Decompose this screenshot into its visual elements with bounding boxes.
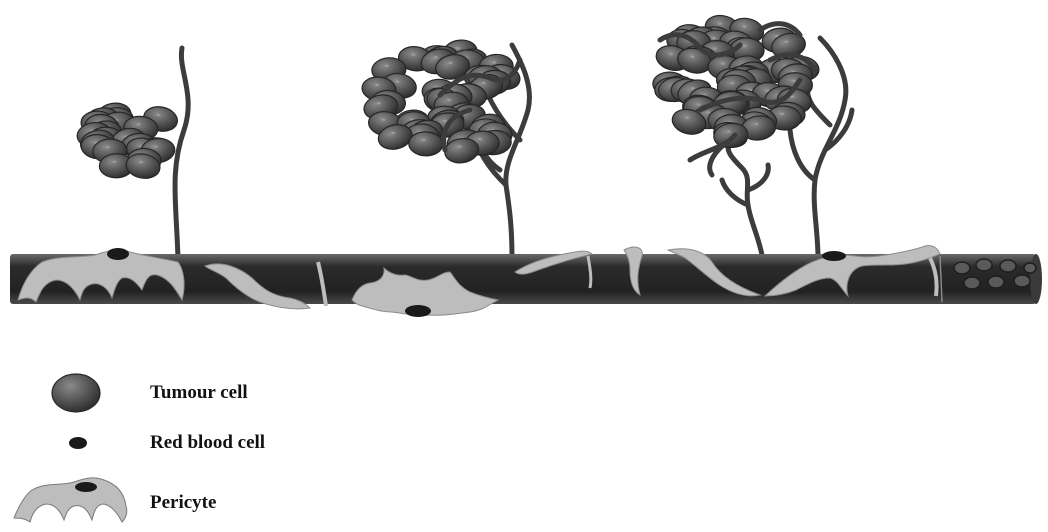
tumour-cell-highlight — [382, 119, 386, 121]
tumour-cell-highlight — [395, 81, 399, 83]
tumour-cell-highlight — [780, 113, 784, 115]
pericyte-nucleus — [107, 248, 129, 260]
tumour-cell-highlight — [154, 145, 158, 147]
tumour-cell-highlight — [106, 146, 110, 148]
tumour-cell-highlight — [690, 56, 694, 58]
legend-tumour-cell-icon — [52, 374, 100, 412]
tumour-cell-highlight — [422, 139, 426, 141]
tumour-cell-highlight — [391, 132, 395, 134]
tumour-cell-highlight — [743, 25, 747, 27]
tumour-cell-highlight — [727, 130, 731, 132]
tumour-cell-highlight — [785, 41, 789, 43]
tumour-cell-highlight — [713, 47, 717, 49]
tumour-cell-highlight — [730, 82, 734, 84]
tumour-cluster-stage-1 — [76, 101, 180, 181]
tumour-cell-highlight — [157, 114, 161, 116]
tumour-cell-highlight — [375, 84, 379, 86]
legend-label-red-blood-cell: Red blood cell — [150, 432, 265, 454]
tumour-cell-highlight — [449, 62, 453, 64]
pericyte-nucleus — [822, 251, 846, 261]
tumour-cell-highlight — [443, 120, 447, 122]
tumour-cell-highlight — [691, 87, 695, 89]
sprout-stage-1 — [175, 48, 188, 258]
tumour-cell-highlight — [755, 123, 759, 125]
tumour-cell-highlight — [697, 103, 701, 105]
tumour-cell-highlight — [669, 53, 673, 55]
vessel-end-cap — [1030, 254, 1042, 304]
tumour-cell-highlight — [718, 23, 722, 25]
legend-pericyte-icon — [14, 478, 127, 522]
sprout-stage-3-branch — [722, 180, 748, 205]
tumour-cell-highlight — [137, 123, 141, 125]
sprout-stage-3-branch — [748, 165, 768, 190]
tumour-cell-highlight — [706, 111, 710, 113]
tumour-cell-highlight — [377, 102, 381, 104]
tumour-cell-highlight — [492, 61, 496, 63]
legend-label-pericyte: Pericyte — [150, 492, 216, 514]
tumour-cell-highlight — [743, 45, 747, 47]
tumour-cell-highlight — [385, 65, 389, 67]
tumour-cell-highlight — [434, 56, 438, 58]
pericyte-nucleus — [405, 305, 431, 317]
tumour-cell-highlight — [447, 99, 451, 101]
sprout-stage-3-branch — [790, 130, 815, 180]
tumour-cell-highlight — [482, 82, 486, 84]
tumour-cell-highlight — [791, 80, 795, 82]
tumour-cell-highlight — [685, 117, 689, 119]
legend-red-blood-cell-icon — [69, 437, 87, 449]
tumour-cell-highlight — [458, 145, 462, 147]
tumour-cell-highlight — [790, 96, 794, 98]
legend-label-tumour-cell: Tumour cell — [150, 382, 248, 404]
tumour-cell — [408, 131, 443, 156]
tumour-cell-highlight — [456, 47, 460, 49]
tumour-cell-highlight — [478, 138, 482, 140]
tumour-cell-highlight — [712, 37, 716, 39]
tumour-cell-highlight — [139, 161, 143, 163]
legend — [14, 374, 127, 522]
tumour-cell-highlight — [112, 161, 116, 163]
tumour-cell-highlight — [721, 62, 725, 64]
tumour-cell-highlight — [411, 54, 415, 56]
